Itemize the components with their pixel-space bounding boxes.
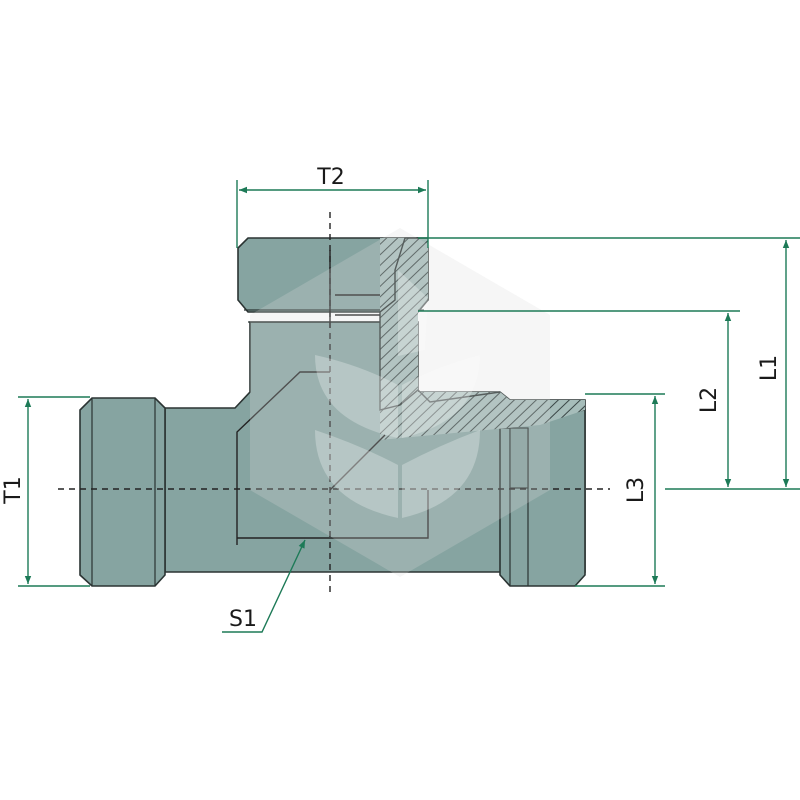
plant-leaf-hexagon-logo (250, 228, 550, 577)
left-nut (79, 397, 166, 587)
center-lines (58, 212, 610, 595)
label-l3: L3 (624, 477, 649, 503)
label-s1: S1 (229, 607, 257, 632)
label-l2: L2 (697, 387, 722, 413)
label-t1: T1 (1, 476, 26, 504)
dimension-lines (18, 180, 800, 633)
label-l1: L1 (757, 355, 782, 381)
label-t2: T2 (316, 165, 344, 190)
